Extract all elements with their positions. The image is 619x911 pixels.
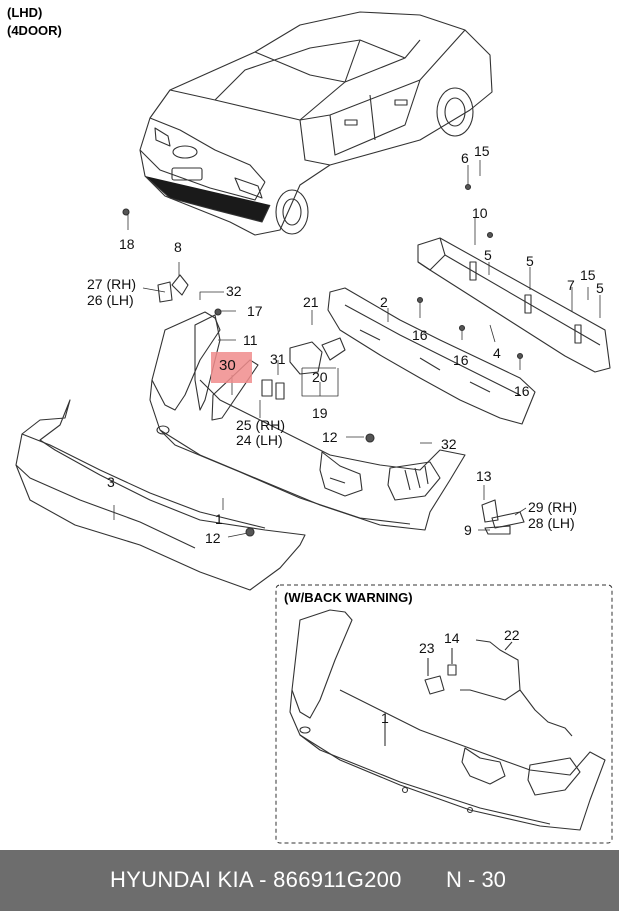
callout-29: 29 (RH): [528, 499, 577, 515]
callout-25: 25 (RH): [236, 417, 285, 433]
callout-4: 4: [493, 345, 501, 361]
header-4door: (4DOOR): [7, 23, 62, 38]
callout-2: 2: [380, 294, 388, 310]
inset-frame: [275, 584, 613, 844]
bumper-cover: [149, 311, 466, 531]
callout-27: 27 (RH): [87, 276, 136, 292]
footer-part-number: HYUNDAI KIA - 866911G200: [110, 867, 402, 892]
car-illustration: [139, 11, 493, 236]
callout-1b: 1: [381, 710, 389, 726]
callout-22: 22: [504, 627, 520, 643]
callout-24: 24 (LH): [236, 432, 283, 448]
lower-brackets: [481, 499, 525, 535]
callout-10: 10: [472, 205, 488, 221]
callout-5b: 5: [526, 253, 534, 269]
parts-diagram: 18 8 27 (RH) 26 (LH) 32 17 11 21 2 6 15 …: [15, 11, 613, 844]
callout-15b: 15: [580, 267, 596, 283]
callout-16b: 16: [453, 352, 469, 368]
callout-14: 14: [444, 630, 460, 646]
lower-cover: [15, 399, 306, 591]
callout-16c: 16: [514, 383, 530, 399]
callout-17: 17: [247, 303, 263, 319]
callout-19: 19: [312, 405, 328, 421]
footer-page-ref: N - 30: [446, 867, 506, 892]
callout-31: 31: [270, 351, 286, 367]
callout-5c: 5: [596, 280, 604, 296]
callout-6: 6: [461, 150, 469, 166]
inset-bumper: [289, 609, 606, 831]
footer-bar: HYUNDAI KIA - 866911G200 N - 30: [0, 850, 619, 911]
callout-28: 28 (LH): [528, 515, 575, 531]
energy-absorber: [327, 287, 536, 425]
callout-labels: 18 8 27 (RH) 26 (LH) 32 17 11 21 2 6 15 …: [87, 143, 604, 726]
callout-23: 23: [419, 640, 435, 656]
callout-26: 26 (LH): [87, 292, 134, 308]
callout-8: 8: [174, 239, 182, 255]
leader-lines: [113, 160, 601, 538]
callout-15a: 15: [474, 143, 490, 159]
callout-13: 13: [476, 468, 492, 484]
callout-18: 18: [119, 236, 135, 252]
inset-title: (W/BACK WARNING): [284, 590, 413, 605]
rear-beam: [417, 237, 611, 373]
callout-21: 21: [303, 294, 319, 310]
callout-11: 11: [243, 332, 258, 348]
header-lhd: (LHD): [7, 5, 43, 20]
highlighted-part-box: [211, 352, 252, 383]
callout-16a: 16: [412, 327, 428, 343]
callout-9: 9: [464, 522, 472, 538]
fasteners: [122, 183, 524, 537]
highlighted-part-label: 30: [219, 357, 236, 374]
callout-12b: 12: [205, 530, 221, 546]
callout-20: 20: [312, 369, 328, 385]
callout-12a: 12: [322, 429, 338, 445]
callout-1a: 1: [215, 511, 223, 527]
callout-7: 7: [567, 277, 575, 293]
callout-5a: 5: [484, 247, 492, 263]
callout-3: 3: [107, 474, 115, 490]
callout-32a: 32: [226, 283, 242, 299]
callout-32b: 32: [441, 436, 457, 452]
